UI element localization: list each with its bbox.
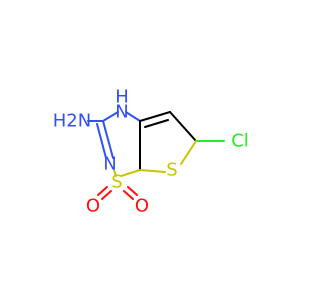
bond-c4a-c5-double: [144, 119, 169, 128]
bond-c3-n2: [102, 120, 114, 159]
oxygen-right-label: O: [135, 196, 149, 217]
bond-n4-c4a: [125, 111, 141, 122]
bond-c6-s7: [180, 140, 197, 165]
oxygen-left-label: O: [86, 196, 100, 217]
ring-n-top-label: N: [115, 102, 128, 123]
chlorine-label: Cl: [231, 131, 249, 152]
bond-n2-s1: [113, 169, 117, 177]
bond-s1-o-right-double: [127, 186, 138, 196]
bonds: [87, 111, 225, 200]
bond-s1-o-right: [123, 190, 134, 200]
sulfonyl-s-label: S: [111, 172, 122, 193]
bond-c3-n4: [102, 111, 119, 122]
bond-c3-n2-double: [96, 123, 107, 159]
thiophene-s-label: S: [166, 160, 177, 181]
nh-hydrogen-label: H: [115, 87, 129, 108]
ring-n-bottom-label: N: [103, 154, 116, 175]
bond-s1-o-left: [101, 190, 112, 200]
bond-c5-c6: [169, 111, 197, 142]
amine-label: H2N: [53, 111, 91, 132]
bond-s1-c7a: [120, 169, 141, 177]
bond-s7-c7a: [139, 169, 166, 173]
bond-s1-o-left-double: [97, 186, 108, 196]
atom-labels: H2N H N N S S O O Cl: [53, 87, 249, 217]
molecule-structure: H2N H N N S S O O Cl: [53, 87, 249, 217]
bond-c4a-c5: [139, 111, 171, 122]
